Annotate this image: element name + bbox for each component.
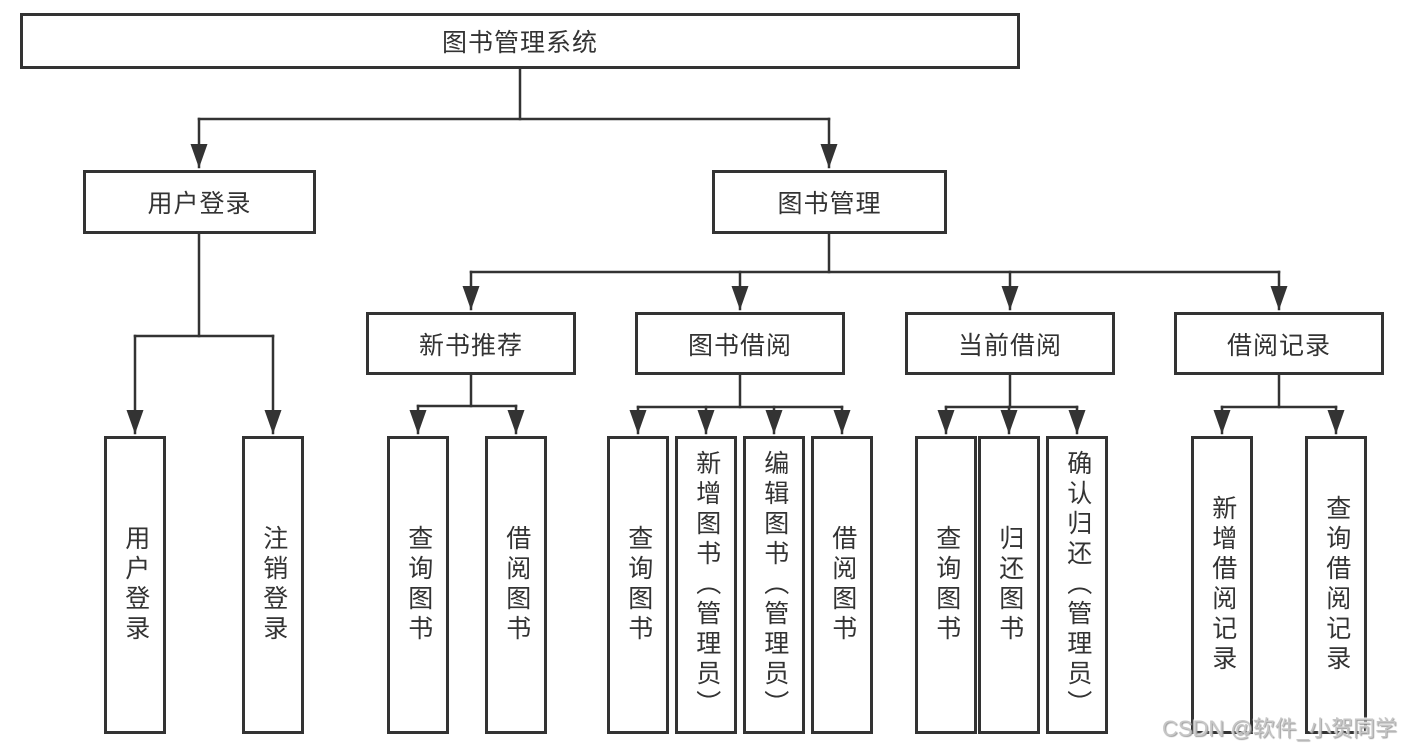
leaf-borrowing-query-books: 查询图书 bbox=[607, 436, 669, 734]
leaf-newbook-borrow-books-label: 借阅图书 bbox=[502, 525, 531, 645]
leaf-current-confirm-return-admin-label: 确认归还（管理员） bbox=[1063, 450, 1092, 720]
leaf-newbook-query-books: 查询图书 bbox=[387, 436, 449, 734]
leaf-current-query-books-label: 查询图书 bbox=[932, 525, 961, 645]
node-current-borrowing: 当前借阅 bbox=[905, 312, 1115, 375]
leaf-borrowing-edit-books-admin: 编辑图书（管理员） bbox=[743, 436, 805, 734]
node-new-book-recommend: 新书推荐 bbox=[366, 312, 576, 375]
leaf-borrowing-borrow-books-label: 借阅图书 bbox=[828, 525, 857, 645]
node-book-borrowing-label: 图书借阅 bbox=[687, 331, 792, 360]
node-book-management-label: 图书管理 bbox=[777, 190, 882, 218]
leaf-borrowing-borrow-books: 借阅图书 bbox=[811, 436, 873, 734]
leaf-records-query-record-label: 查询借阅记录 bbox=[1322, 495, 1351, 675]
leaf-current-return-books: 归还图书 bbox=[978, 436, 1040, 734]
leaf-current-query-books: 查询图书 bbox=[915, 436, 977, 734]
node-user-login: 用户登录 bbox=[83, 170, 316, 234]
leaf-records-add-record-label: 新增借阅记录 bbox=[1208, 495, 1237, 675]
node-book-management: 图书管理 bbox=[712, 170, 947, 234]
node-new-book-recommend-label: 新书推荐 bbox=[418, 331, 523, 360]
leaf-borrowing-edit-books-admin-label: 编辑图书（管理员） bbox=[760, 450, 789, 720]
leaf-borrowing-query-books-label: 查询图书 bbox=[624, 525, 653, 645]
leaf-logout: 注销登录 bbox=[242, 436, 304, 734]
leaf-newbook-borrow-books: 借阅图书 bbox=[485, 436, 547, 734]
node-library-system: 图书管理系统 bbox=[20, 13, 1020, 69]
leaf-user-login-label: 用户登录 bbox=[121, 525, 150, 645]
leaf-logout-label: 注销登录 bbox=[259, 525, 288, 645]
node-user-login-label: 用户登录 bbox=[147, 190, 252, 218]
leaf-borrowing-add-books-admin: 新增图书（管理员） bbox=[675, 436, 737, 734]
node-borrowing-records: 借阅记录 bbox=[1174, 312, 1384, 375]
node-borrowing-records-label: 借阅记录 bbox=[1226, 331, 1331, 360]
leaf-records-add-record: 新增借阅记录 bbox=[1191, 436, 1253, 734]
leaf-borrowing-add-books-admin-label: 新增图书（管理员） bbox=[692, 450, 721, 720]
leaf-newbook-query-books-label: 查询图书 bbox=[404, 525, 433, 645]
leaf-current-return-books-label: 归还图书 bbox=[995, 525, 1024, 645]
node-book-borrowing: 图书借阅 bbox=[635, 312, 845, 375]
csdn-watermark: CSDN @软件_小贺同学 bbox=[1161, 716, 1397, 741]
node-current-borrowing-label: 当前借阅 bbox=[957, 331, 1062, 360]
leaf-user-login: 用户登录 bbox=[104, 436, 166, 734]
leaf-records-query-record: 查询借阅记录 bbox=[1305, 436, 1367, 734]
leaf-current-confirm-return-admin: 确认归还（管理员） bbox=[1046, 436, 1108, 734]
node-library-system-label: 图书管理系统 bbox=[441, 29, 598, 57]
